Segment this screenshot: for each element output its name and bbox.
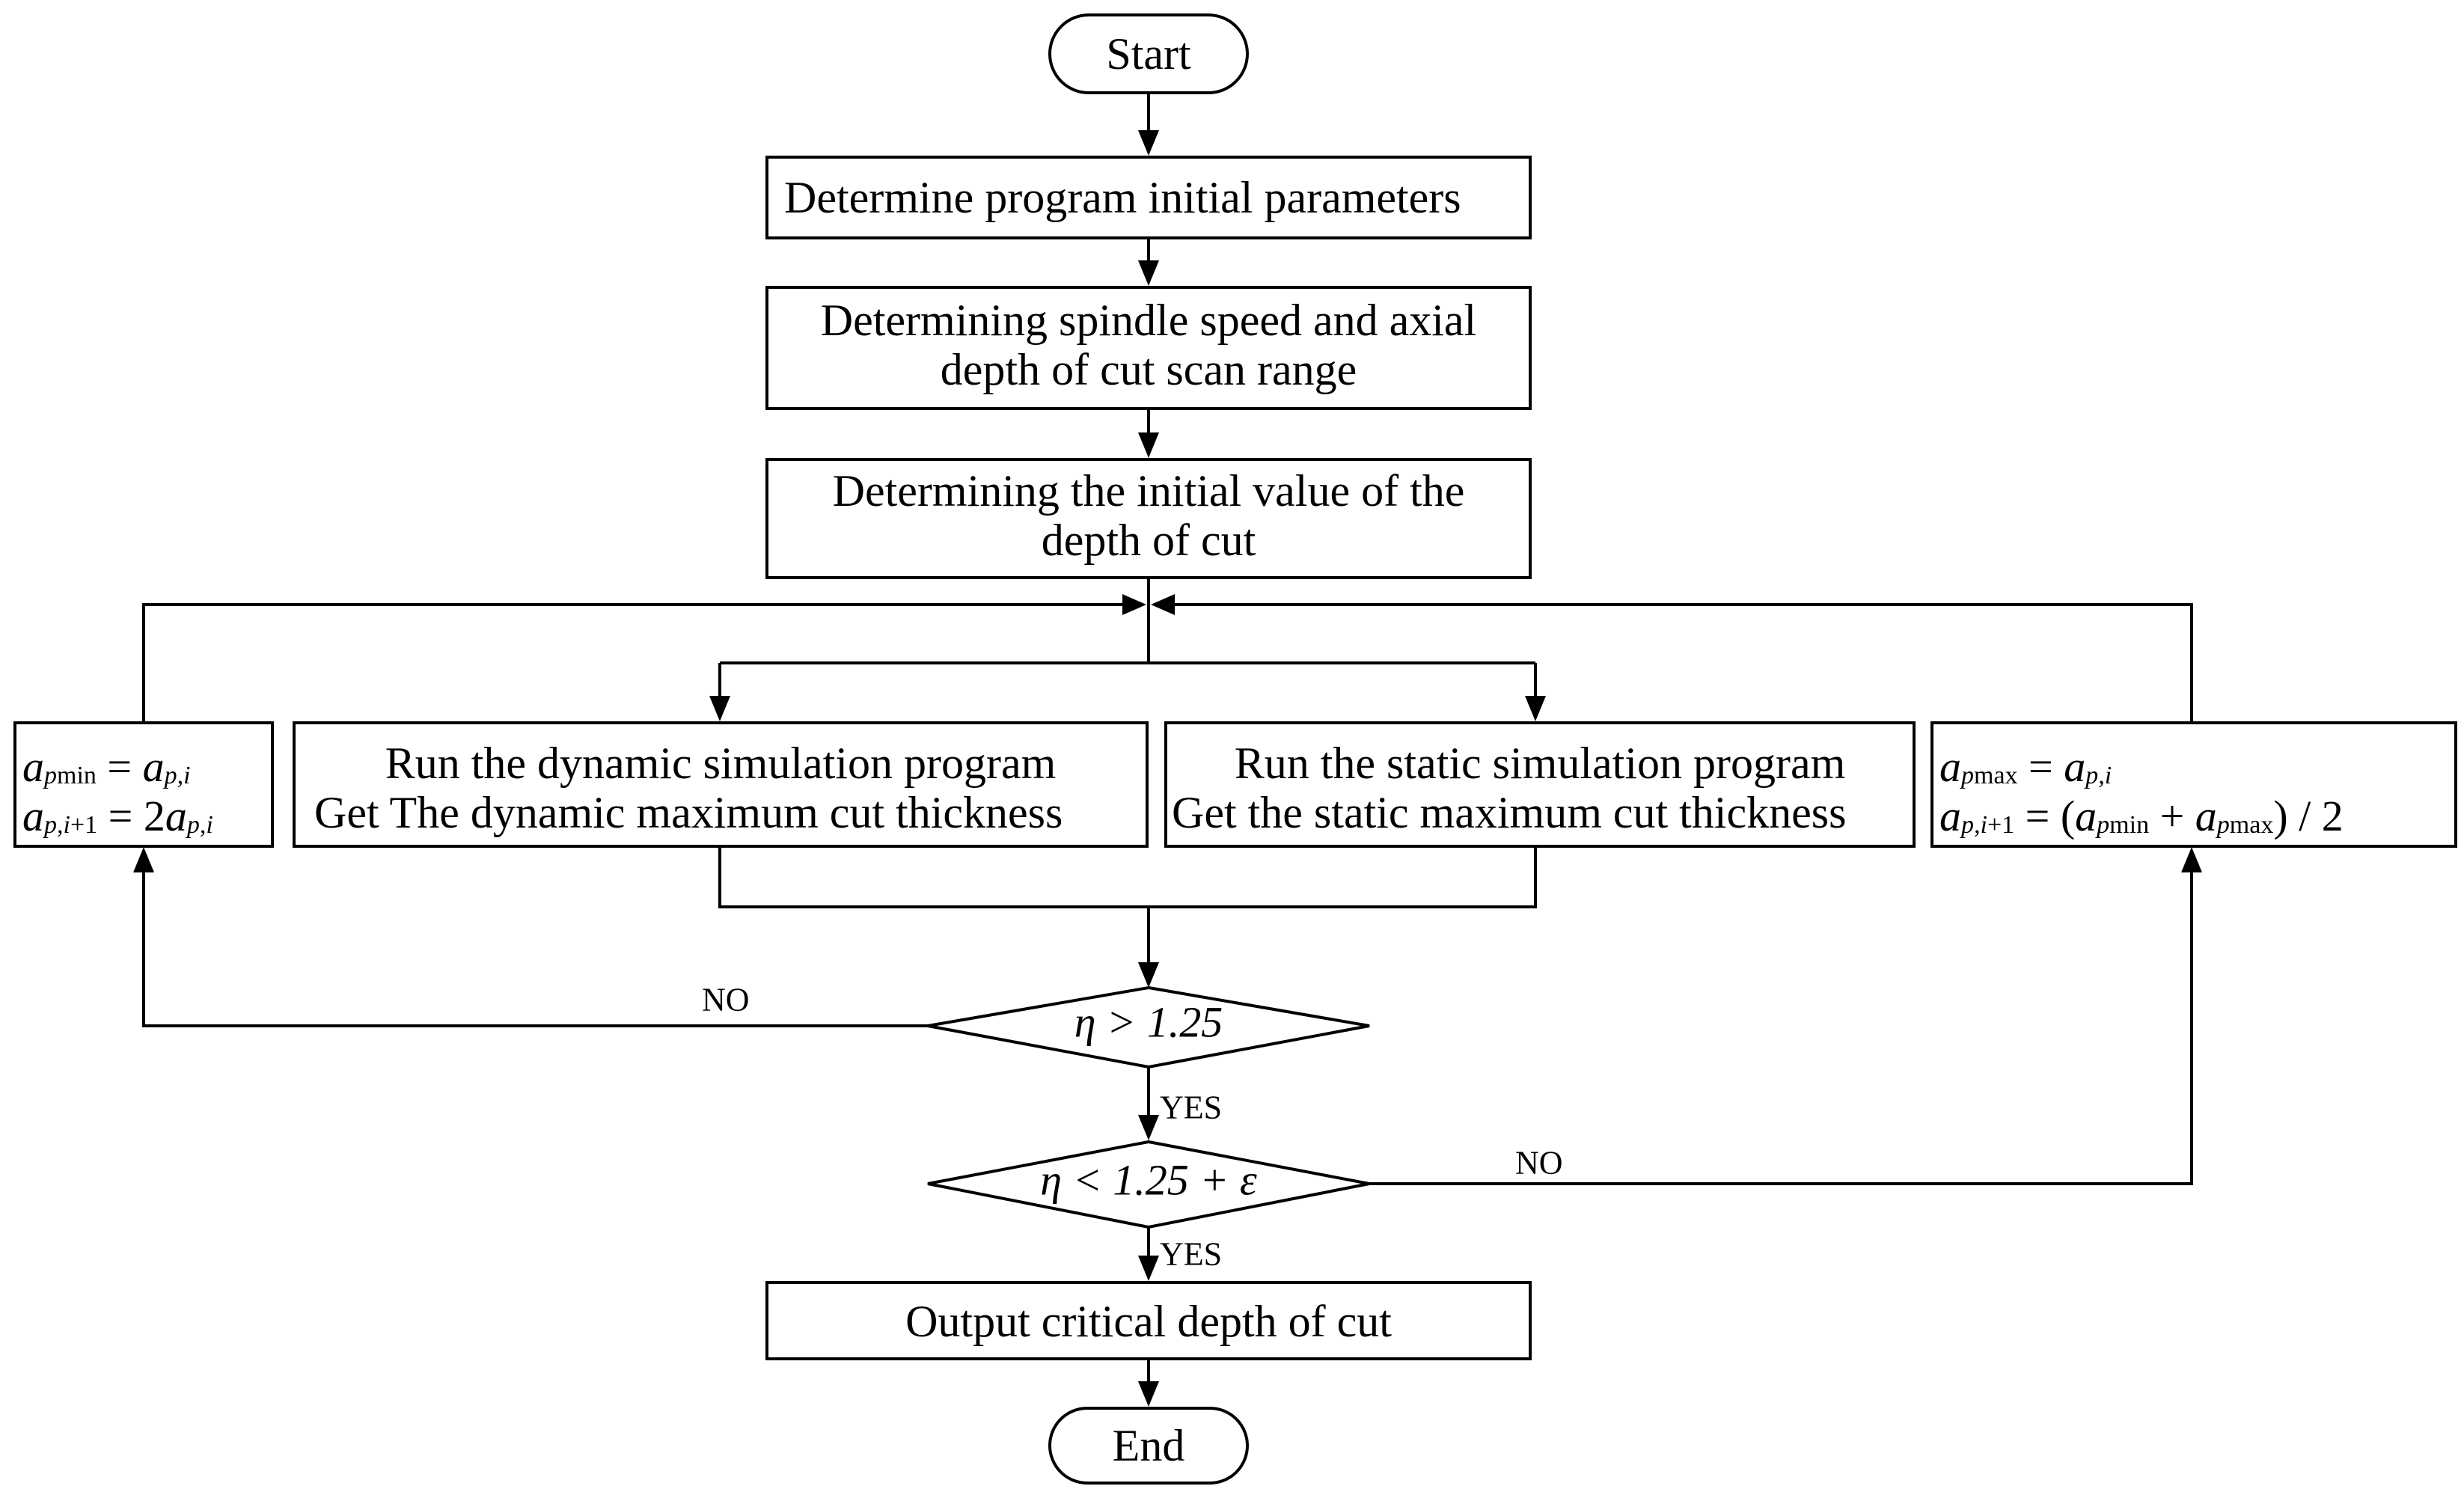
right-formula-line1: apmax = ap,i xyxy=(1939,742,2112,791)
arrowhead xyxy=(1138,962,1159,988)
right-formula-box: apmax = ap,i ap,i+1 = (apmin + apmax) / … xyxy=(1930,721,2457,848)
connectors xyxy=(142,93,2193,1392)
static-sim-line1: Run the static simulation program xyxy=(1235,739,1846,788)
arrowhead xyxy=(1151,594,1175,615)
edge-left-formula-to-merge xyxy=(142,603,1122,722)
start-terminal: Start xyxy=(1048,13,1249,94)
end-label: End xyxy=(1113,1421,1185,1470)
end-terminal: End xyxy=(1048,1407,1249,1485)
initial-depth-box: Determining the initial value of the dep… xyxy=(765,458,1532,579)
arrowhead xyxy=(1138,1256,1159,1281)
decision1-yes-label: YES xyxy=(1160,1089,1222,1126)
decision2-no-label: NO xyxy=(1515,1145,1563,1181)
arrowhead xyxy=(1138,260,1159,286)
left-formula-line2: ap,i+1 = 2ap,i xyxy=(22,792,213,840)
init-params-label: Determine program initial parameters xyxy=(784,173,1461,222)
output-box: Output critical depth of cut xyxy=(765,1281,1532,1360)
dynamic-sim-line1: Run the dynamic simulation program xyxy=(385,739,1057,788)
static-sim-box: Run the static simulation program Get th… xyxy=(1164,721,1916,848)
scan-range-line2: depth of cut scan range xyxy=(941,345,1357,394)
scan-range-box: Determining spindle speed and axial dept… xyxy=(765,286,1532,410)
arrowheads xyxy=(133,130,2202,1407)
arrowhead xyxy=(133,847,154,872)
edge-decision2-no-to-right-formula xyxy=(1369,862,2193,1185)
arrowhead xyxy=(1138,432,1159,458)
arrowhead xyxy=(709,696,730,721)
right-formula-line2: ap,i+1 = (apmin + apmax) / 2 xyxy=(1939,792,2344,840)
edge-decision1-no-to-left-formula xyxy=(142,862,928,1027)
output-label: Output critical depth of cut xyxy=(905,1297,1392,1346)
arrowhead xyxy=(1525,696,1546,721)
initial-depth-line2: depth of cut xyxy=(1042,516,1256,565)
decision1-no-label: NO xyxy=(702,982,750,1018)
arrowhead xyxy=(1138,1115,1159,1140)
decision2-yes-label: YES xyxy=(1160,1236,1222,1273)
arrowhead xyxy=(2181,847,2202,872)
arrowhead xyxy=(1122,594,1146,615)
decision-eta-gt-threshold: η > 1.25 xyxy=(927,985,1370,1069)
edge-right-formula-to-merge xyxy=(1175,603,2193,722)
decision2-label: η < 1.25 + ε xyxy=(1040,1156,1257,1205)
merge-sim-outputs xyxy=(718,846,1537,908)
arrowhead xyxy=(1138,130,1159,156)
scan-range-line1: Determining spindle speed and axial xyxy=(821,296,1476,345)
init-params-box: Determine program initial parameters xyxy=(765,156,1532,239)
arrowhead xyxy=(1138,1381,1159,1407)
left-formula-line1: apmin = ap,i xyxy=(22,742,191,791)
dynamic-sim-box: Run the dynamic simulation program Get T… xyxy=(293,721,1149,848)
dynamic-sim-line2: Get The dynamic maximum cut thickness xyxy=(314,788,1063,837)
decision1-label: η > 1.25 xyxy=(1074,998,1223,1047)
start-label: Start xyxy=(1106,29,1191,79)
left-formula-box: apmin = ap,i ap,i+1 = 2ap,i xyxy=(13,721,274,848)
static-sim-line2: Get the static maximum cut thickness xyxy=(1172,788,1846,837)
decision-eta-lt-threshold-eps: η < 1.25 + ε xyxy=(927,1140,1370,1229)
initial-depth-line1: Determining the initial value of the xyxy=(833,466,1465,516)
